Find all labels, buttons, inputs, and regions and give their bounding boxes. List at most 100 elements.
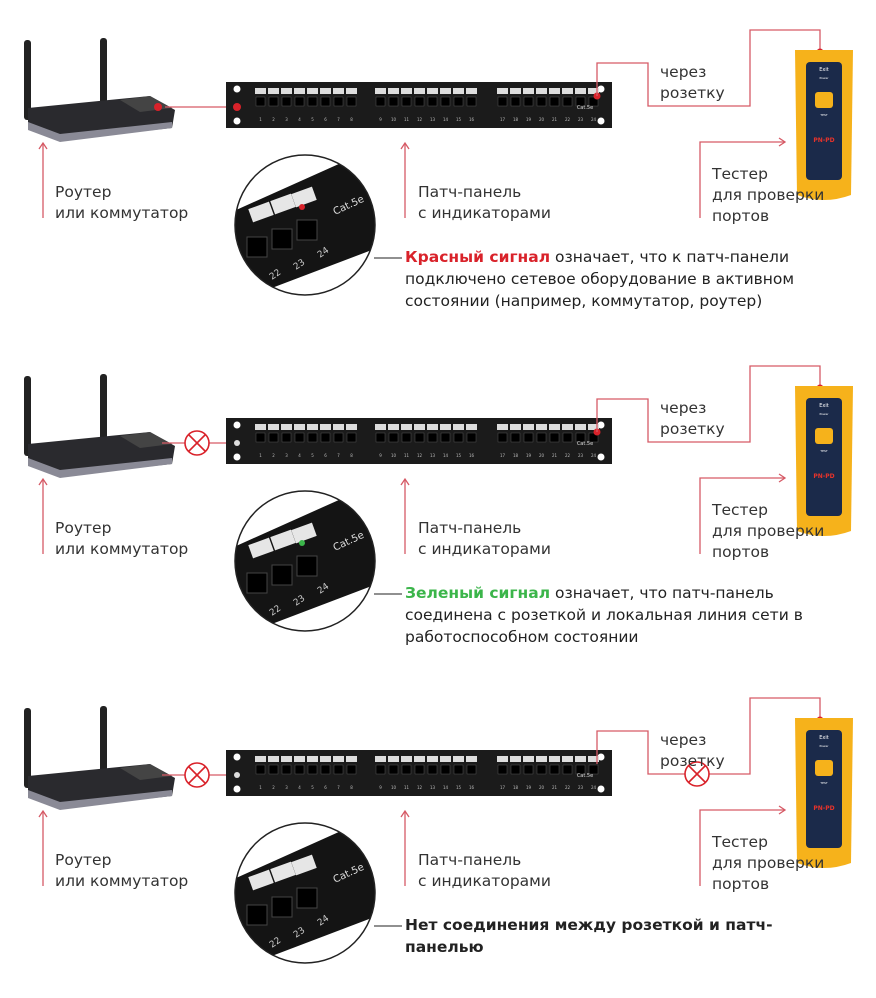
port-number: 7 bbox=[337, 785, 340, 790]
port-number: 1 bbox=[259, 453, 262, 458]
port-number: 1 bbox=[259, 785, 262, 790]
via-socket-label-line: через bbox=[660, 399, 707, 417]
patch-panel-label-line: Патч-панель bbox=[418, 519, 522, 537]
port-number: 5 bbox=[311, 117, 314, 122]
tester-label-line: портов bbox=[712, 543, 770, 561]
tester-label-line: Тестер bbox=[712, 501, 768, 519]
port-number: 15 bbox=[456, 453, 462, 458]
port-number: 4 bbox=[298, 117, 301, 122]
tester-label-line: для проверки bbox=[712, 186, 825, 204]
port-number: 17 bbox=[500, 117, 506, 122]
panel-arrow bbox=[400, 141, 410, 218]
port-number: 21 bbox=[552, 117, 558, 122]
port-number: 11 bbox=[404, 117, 410, 122]
port-number: 24 bbox=[591, 117, 597, 122]
port-number: 13 bbox=[430, 453, 436, 458]
port-number: 6 bbox=[324, 785, 327, 790]
cat-label: Cat.5e bbox=[577, 441, 593, 447]
port-number: 18 bbox=[513, 117, 519, 122]
port-number: 20 bbox=[539, 785, 545, 790]
tester-arrow bbox=[699, 137, 787, 218]
signal-highlight: Нет соединения между розеткой и патч-пан… bbox=[405, 916, 773, 956]
patch-panel-label-line: с индикаторами bbox=[418, 540, 551, 558]
port-number: 17 bbox=[500, 785, 506, 790]
port-number: 20 bbox=[539, 117, 545, 122]
port-number: 19 bbox=[526, 453, 532, 458]
router-arrow bbox=[38, 809, 48, 886]
tester-label-line: для проверки bbox=[712, 522, 825, 540]
port-number: 22 bbox=[565, 117, 571, 122]
tester-label: Тестер для проверки портов bbox=[712, 500, 824, 563]
port-number: 8 bbox=[350, 117, 353, 122]
port-number: 11 bbox=[404, 453, 410, 458]
svg-text:Power: Power bbox=[819, 76, 829, 80]
port-number: 8 bbox=[350, 785, 353, 790]
port-number: 18 bbox=[513, 785, 519, 790]
description-text: означает, что к патч-панели подключено с… bbox=[405, 248, 795, 310]
socket-link bbox=[596, 365, 821, 443]
patch-panel-label-line: Патч-панель bbox=[418, 851, 522, 869]
router-image bbox=[24, 38, 175, 142]
router-image bbox=[24, 706, 175, 810]
port-number: 4 bbox=[298, 453, 301, 458]
port-number: 10 bbox=[391, 453, 397, 458]
router-image bbox=[24, 374, 175, 478]
port-number: 21 bbox=[552, 453, 558, 458]
port-number: 18 bbox=[513, 453, 519, 458]
port-number: 21 bbox=[552, 785, 558, 790]
broken-link-icon bbox=[184, 430, 210, 456]
cat-label: Cat.5e bbox=[577, 105, 593, 111]
signal-highlight: Красный сигнал bbox=[405, 248, 551, 266]
cat-label: Cat.5e bbox=[577, 773, 593, 779]
port-number: 7 bbox=[337, 117, 340, 122]
port-number: 3 bbox=[285, 453, 288, 458]
svg-text:TEST: TEST bbox=[819, 781, 828, 785]
port-number: 9 bbox=[379, 453, 382, 458]
tester-device: Exit Power TEST PN-PD bbox=[795, 386, 853, 536]
router-label-line: или коммутатор bbox=[55, 204, 189, 222]
port-number: 10 bbox=[391, 117, 397, 122]
scenario-description: Красный сигнал означает, что к патч-пане… bbox=[405, 246, 845, 312]
port-number: 2 bbox=[272, 117, 275, 122]
port-number: 3 bbox=[285, 117, 288, 122]
router-label-line: или коммутатор bbox=[55, 872, 189, 890]
patch-panel-label: Патч-панель с индикаторами bbox=[418, 518, 551, 560]
router-label: Роутер или коммутатор bbox=[55, 850, 188, 892]
port-number: 5 bbox=[311, 785, 314, 790]
router-arrow bbox=[38, 141, 48, 218]
tester-arrow bbox=[699, 473, 787, 554]
port-number: 2 bbox=[272, 785, 275, 790]
broken-link-icon bbox=[184, 762, 210, 788]
via-socket-label-line: через bbox=[660, 731, 707, 749]
svg-text:Power: Power bbox=[819, 412, 829, 416]
port-number: 12 bbox=[417, 785, 423, 790]
scenario-description: Нет соединения между розеткой и патч-пан… bbox=[405, 914, 845, 958]
svg-text:PN-PD: PN-PD bbox=[813, 805, 834, 812]
port-number: 15 bbox=[456, 117, 462, 122]
svg-text:Exit: Exit bbox=[819, 403, 829, 409]
svg-text:Exit: Exit bbox=[819, 735, 829, 741]
port-number: 24 bbox=[591, 453, 597, 458]
port-number: 4 bbox=[298, 785, 301, 790]
router-label-line: Роутер bbox=[55, 851, 112, 869]
router-label-line: Роутер bbox=[55, 183, 112, 201]
tester-device: Exit Power TEST PN-PD bbox=[795, 50, 853, 200]
svg-text:PN-PD: PN-PD bbox=[813, 137, 834, 144]
port-number: 3 bbox=[285, 785, 288, 790]
svg-text:TEST: TEST bbox=[819, 113, 828, 117]
router-arrow bbox=[38, 477, 48, 554]
port-number: 23 bbox=[578, 117, 584, 122]
port-number: 19 bbox=[526, 785, 532, 790]
